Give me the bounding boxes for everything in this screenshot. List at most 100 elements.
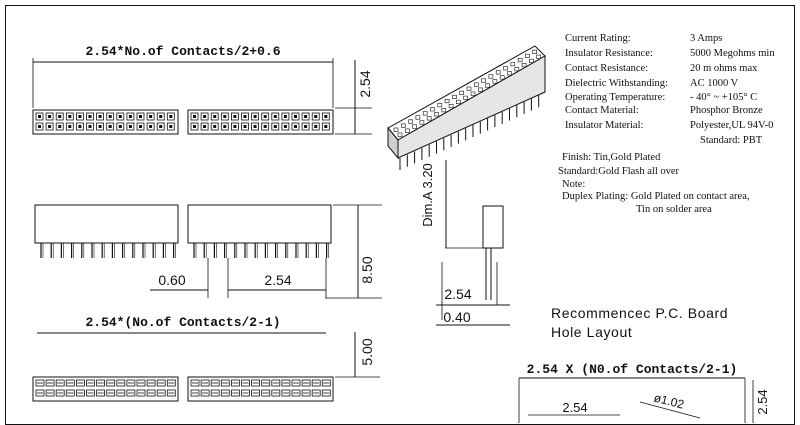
body-height-label: 8.50	[359, 256, 375, 283]
contact-hole	[149, 115, 153, 118]
note-finish: Finish: Tin,Gold Plated	[562, 152, 661, 163]
contact-hole	[223, 125, 227, 128]
contact-hole	[283, 125, 287, 128]
spec-value-3: AC 1000 V	[690, 78, 739, 89]
side-body	[482, 205, 504, 249]
spec-label-6: Insulator Material:	[565, 120, 644, 131]
iso-cell	[404, 128, 410, 133]
note-label: Note:	[562, 179, 585, 190]
bottom-view: 5.00	[32, 332, 380, 402]
iso-cell	[532, 49, 538, 54]
bottom-header-right	[187, 376, 334, 402]
spec-label-4: Operating Temperature:	[565, 92, 665, 103]
iso-cell	[452, 94, 457, 99]
iso-cell	[463, 95, 469, 100]
spec-label-3: Dielectric Withstanding:	[565, 78, 668, 89]
contact-hole	[149, 125, 153, 128]
note-duplex-1: Duplex Plating: Gold Plated on contact a…	[562, 191, 750, 202]
contact-hole	[139, 125, 142, 128]
contact-hole	[273, 115, 277, 118]
note-standard: Standard:Gold Flash all over	[558, 166, 680, 177]
contact-hole	[128, 115, 132, 118]
iso-cell	[400, 123, 406, 128]
spec-label-1: Insulator Resistance:	[565, 48, 653, 59]
contact-hole	[243, 125, 247, 128]
pcb-layout: Recommencec P.C. Board Hole Layout 2.54 …	[518, 305, 770, 423]
spec-value-6: Polyester,UL 94V-0	[690, 120, 773, 131]
iso-pins	[399, 95, 540, 170]
spec-table: Current Rating: 3 Amps Insulator Resista…	[565, 33, 775, 146]
iso-cell	[448, 104, 454, 109]
contact-hole	[108, 115, 112, 118]
iso-cell	[441, 108, 447, 113]
note-duplex-2: Tin on solder area	[636, 204, 712, 215]
contact-hole	[273, 125, 277, 128]
contact-hole	[243, 115, 247, 118]
iso-cell	[415, 115, 421, 120]
contact-hole	[98, 125, 102, 128]
bottom-height-label: 5.00	[359, 338, 375, 365]
contact-hole	[169, 125, 173, 128]
contact-hole	[78, 125, 82, 128]
contact-hole	[213, 115, 217, 118]
contact-hole	[48, 115, 52, 118]
contact-hole	[203, 125, 207, 128]
top-header-right	[187, 109, 334, 135]
iso-cell	[444, 99, 450, 104]
iso-cell	[426, 116, 432, 121]
contact-hole	[98, 115, 102, 118]
front-pins	[40, 243, 329, 298]
iso-cell	[470, 91, 476, 96]
front-view: 8.50 0.60 2.54 2.54*(No.of Contacts/2-1)	[34, 204, 382, 334]
pcb-title-2: Hole Layout	[551, 324, 632, 340]
iso-cell	[397, 132, 403, 137]
top-view: 2.54*No.of Contacts/2+0.6 2.54	[32, 44, 373, 135]
side-pitch-label: 2.54	[444, 286, 471, 302]
contact-hole	[324, 125, 328, 128]
notes: Finish: Tin,Gold Plated Standard:Gold Fl…	[558, 152, 750, 215]
side-view: Dim.A 3.20 2.54 0.40	[420, 160, 510, 326]
contact-hole	[159, 125, 163, 128]
dim-a-label: Dim.A 3.20	[420, 163, 435, 227]
contact-hole	[118, 115, 122, 118]
contact-hole	[253, 125, 257, 128]
contact-hole	[169, 115, 173, 118]
pin-offset-label: 0.60	[158, 272, 185, 288]
contact-hole	[88, 125, 92, 128]
contact-hole	[304, 125, 308, 128]
contact-hole	[233, 115, 237, 118]
iso-cell	[434, 112, 439, 117]
contact-hole	[233, 125, 237, 128]
contact-hole	[283, 115, 287, 118]
iso-cell	[422, 111, 428, 116]
iso-cell	[419, 120, 425, 125]
iso-cell	[485, 83, 490, 88]
contact-hole	[38, 125, 41, 128]
iso-contact-cells	[393, 49, 542, 137]
contact-hole	[203, 115, 207, 118]
top-height-label: 2.54	[357, 70, 373, 97]
contact-hole	[48, 125, 52, 128]
iso-cell	[536, 54, 542, 59]
contact-hole	[294, 115, 297, 118]
pcb-title-1: Recommencec P.C. Board	[551, 305, 728, 321]
bottom-contact-cells	[35, 379, 331, 397]
contact-hole	[58, 125, 62, 128]
iso-cell	[466, 86, 472, 91]
contact-hole	[139, 115, 142, 118]
top-width-label: 2.54*No.of Contacts/2+0.6	[85, 44, 280, 59]
iso-cell	[488, 74, 494, 79]
iso-cell	[430, 107, 435, 112]
iso-cell	[525, 53, 530, 59]
iso-cell	[521, 62, 527, 68]
iso-cell	[437, 103, 443, 108]
iso-cell	[510, 62, 516, 67]
contact-hole	[324, 115, 328, 118]
spec-value-5: Phosphor Bronze	[690, 105, 763, 116]
standard-pbt: Standard: PBT	[700, 135, 763, 146]
pcb-side-label: 2.54	[755, 389, 770, 414]
iso-cell	[499, 75, 505, 80]
contact-hole	[68, 115, 72, 118]
contact-hole	[253, 115, 257, 118]
